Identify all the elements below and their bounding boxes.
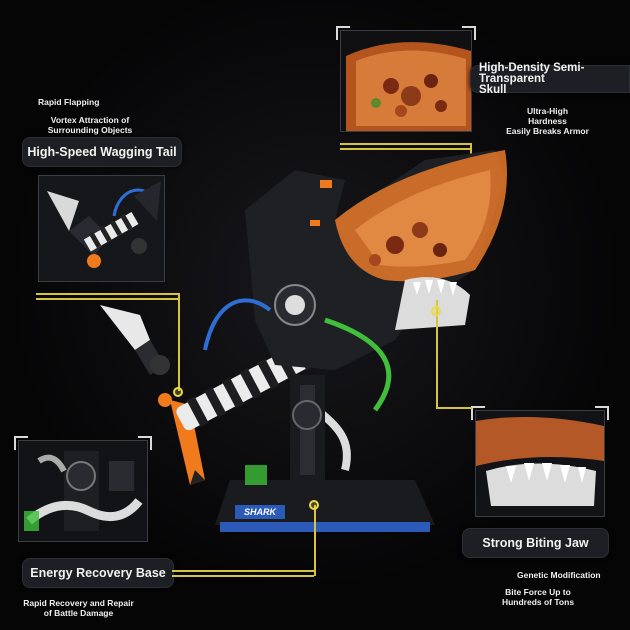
jaw-pointer-bar bbox=[436, 407, 472, 409]
skull-bar-2 bbox=[340, 148, 470, 150]
skull-bar-1 bbox=[340, 143, 470, 145]
shark-model-image: SHARK bbox=[95, 150, 515, 550]
base-pointer-line bbox=[314, 505, 316, 576]
rapid-recovery-note: Rapid Recovery and Repair of Battle Dama… bbox=[23, 598, 134, 618]
base-pointer-dot bbox=[309, 500, 319, 510]
base-corner-tr bbox=[138, 436, 152, 450]
tail-pointer-dot bbox=[173, 387, 183, 397]
ultra-high-note: Ultra-High Hardness Easily Breaks Armor bbox=[506, 106, 589, 136]
rapid-flapping-note: Rapid Flapping bbox=[38, 97, 100, 107]
jaw-corner-tr bbox=[595, 406, 609, 420]
tail-pointer-line bbox=[178, 293, 180, 391]
bite-force-note: Bite Force Up to Hundreds of Tons bbox=[501, 587, 575, 607]
skull-corner-tl bbox=[336, 26, 350, 40]
jaw-label: Strong Biting Jaw bbox=[462, 528, 609, 558]
skull-corner-tr bbox=[462, 26, 476, 40]
shark-base-badge: SHARK bbox=[243, 507, 276, 517]
base-bar-2 bbox=[172, 575, 314, 577]
jaw-pointer-dot bbox=[431, 306, 441, 316]
base-detail-photo bbox=[18, 440, 148, 542]
base-corner-tl bbox=[14, 436, 28, 450]
base-label: Energy Recovery Base bbox=[22, 558, 174, 588]
tail-bar-1 bbox=[36, 293, 178, 295]
jaw-pointer-line bbox=[436, 300, 438, 407]
skull-label: High-Density Semi-Transparent Skull bbox=[470, 62, 630, 95]
genetic-note: Genetic Modification bbox=[517, 570, 601, 580]
vortex-note: Vortex Attraction of Surrounding Objects bbox=[47, 115, 133, 135]
jaw-corner-tl bbox=[471, 406, 485, 420]
tail-detail-photo bbox=[38, 175, 165, 282]
skull-detail-photo bbox=[340, 30, 472, 132]
base-bar-1 bbox=[172, 570, 314, 572]
jaw-detail-photo bbox=[475, 410, 605, 517]
tail-label: High-Speed Wagging Tail bbox=[22, 137, 182, 167]
tail-bar-2 bbox=[36, 298, 178, 300]
